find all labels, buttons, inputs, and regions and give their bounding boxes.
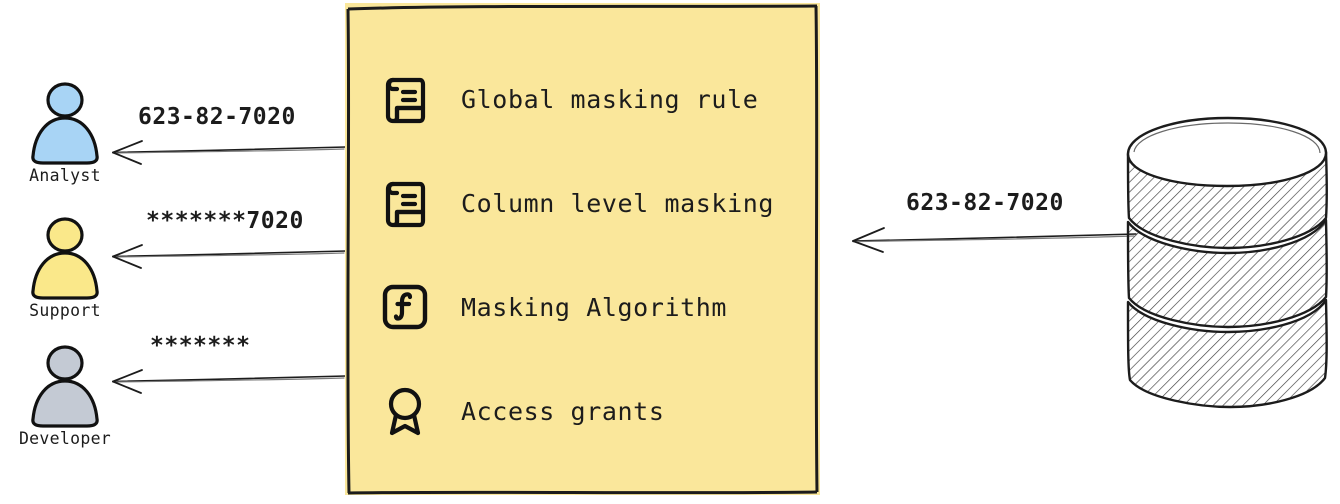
policy-item-masking-algorithm[interactable]: Masking Algorithm [377, 255, 797, 359]
actor-label: Developer [18, 429, 112, 448]
flow-to-developer: ******* [108, 333, 348, 407]
person-icon [31, 82, 99, 165]
policy-item-access-grants[interactable]: Access grants [377, 359, 797, 463]
arrow-icon [112, 140, 347, 165]
database-cylinder [1126, 116, 1328, 409]
person-icon [31, 217, 99, 300]
actor-label: Support [29, 301, 101, 320]
flow-label-support: *******7020 [146, 208, 304, 234]
policy-item-global-masking-rule[interactable]: Global masking rule [377, 47, 797, 151]
policy-item-list: Global masking rule Column level masking [377, 47, 797, 463]
policy-item-label: Access grants [461, 396, 665, 426]
policy-item-label: Masking Algorithm [461, 292, 728, 322]
masking-policy-box: Global masking rule Column level masking [345, 3, 820, 495]
flow-label-analyst: 623-82-7020 [138, 104, 296, 130]
flow-to-analyst: 623-82-7020 [108, 104, 348, 178]
scroll-icon [377, 175, 433, 231]
flow-to-support: *******7020 [108, 208, 348, 282]
flow-from-database: 623-82-7020 [848, 190, 1138, 264]
flow-label-database: 623-82-7020 [906, 190, 1064, 216]
arrow-icon [112, 244, 347, 269]
actor-developer: Developer [6, 341, 124, 448]
actor-support: Support [6, 213, 124, 320]
person-icon [31, 345, 99, 428]
database-icon [1120, 112, 1335, 412]
policy-item-label: Column level masking [461, 188, 775, 218]
flow-label-developer: ******* [150, 333, 251, 359]
policy-item-column-level-masking[interactable]: Column level masking [377, 151, 797, 255]
arrow-icon [852, 227, 1137, 253]
arrow-icon [112, 369, 347, 394]
scroll-icon [377, 71, 433, 127]
actor-analyst: Analyst [6, 78, 124, 185]
actor-label: Analyst [29, 166, 101, 185]
function-icon [377, 279, 433, 335]
policy-item-label: Global masking rule [461, 84, 759, 114]
award-icon [377, 383, 433, 439]
